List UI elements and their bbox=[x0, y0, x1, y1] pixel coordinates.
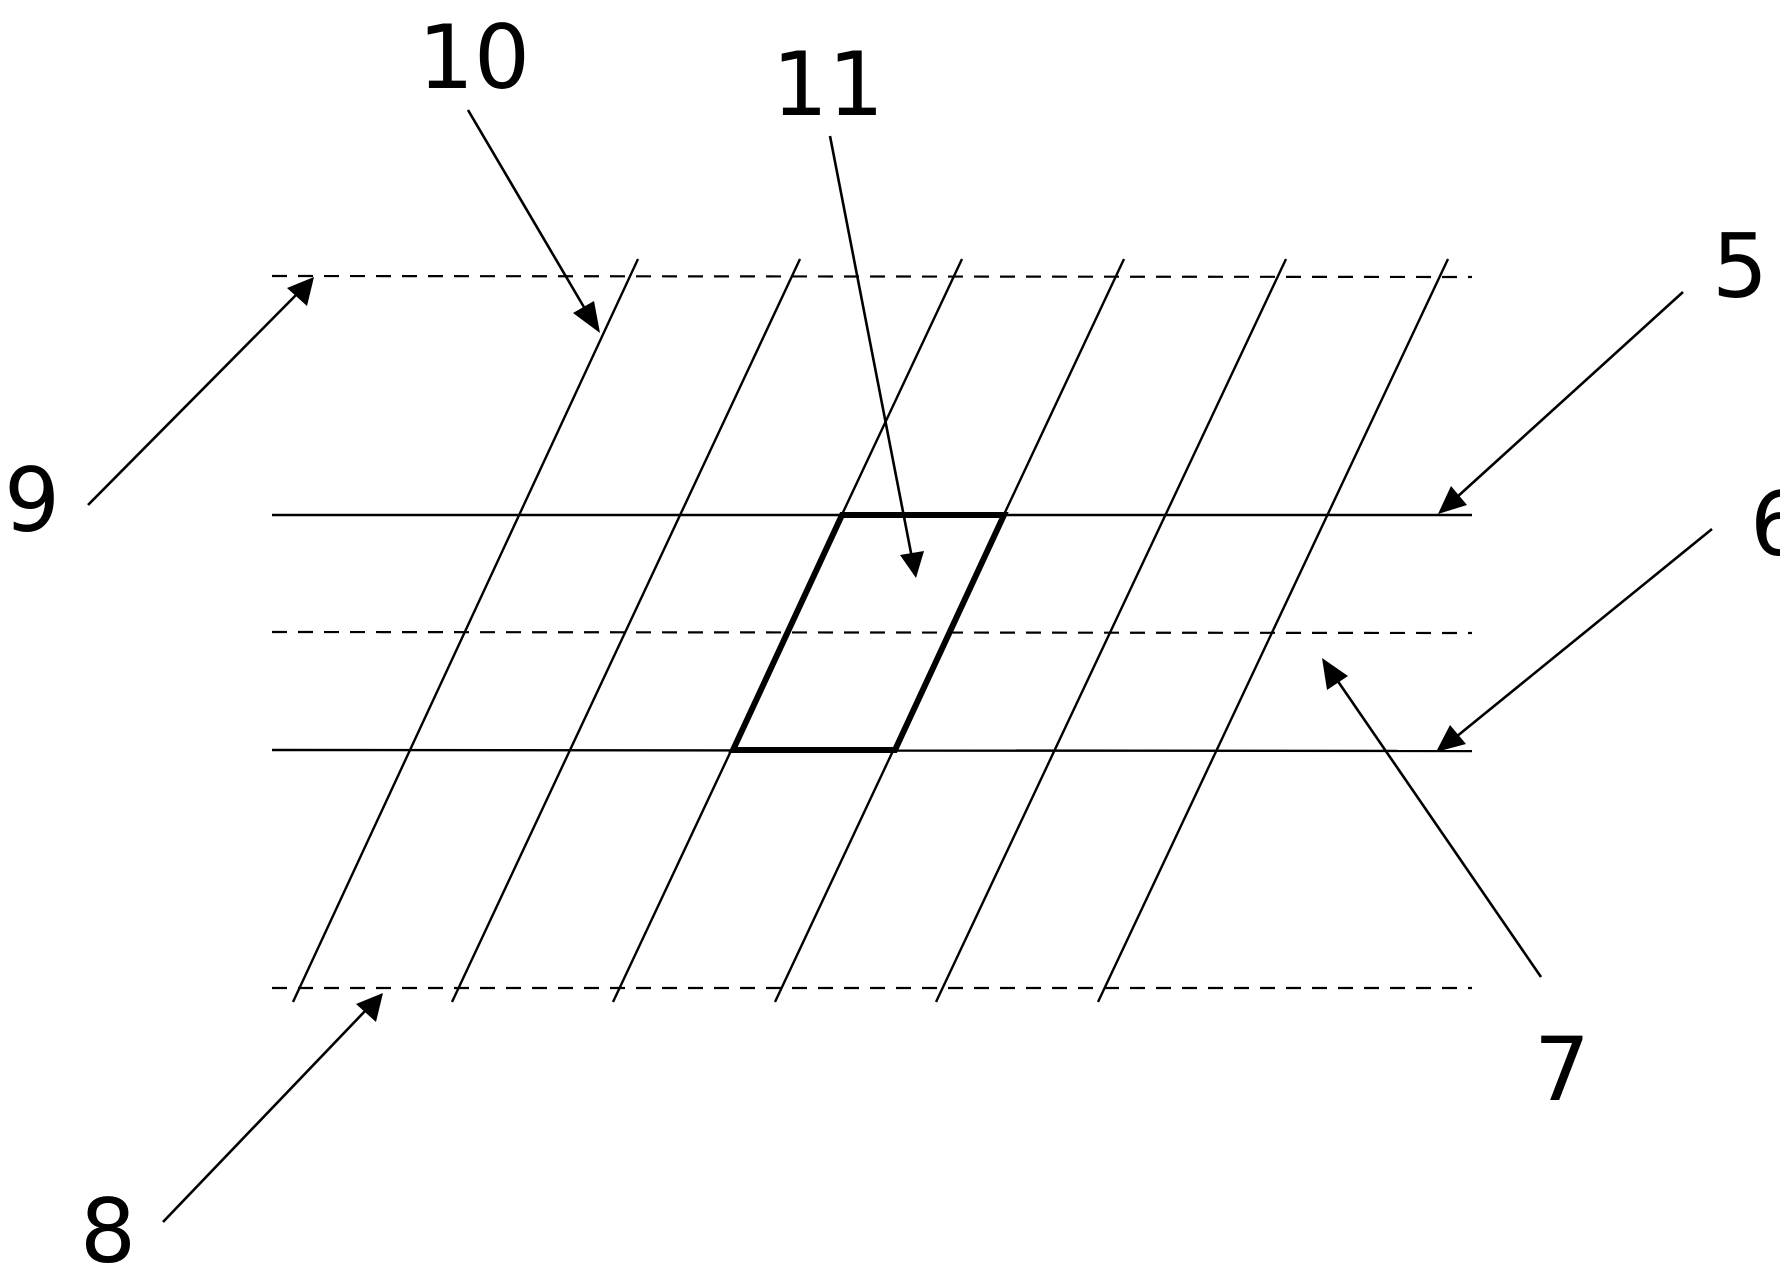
slanted-line-6 bbox=[1096, 258, 1450, 1003]
label-7: 7 bbox=[1534, 1018, 1590, 1121]
leader-arrow-5 bbox=[1438, 291, 1684, 514]
leader-arrow-7 bbox=[1322, 658, 1543, 978]
slanted-line-5 bbox=[934, 258, 1288, 1003]
label-5: 5 bbox=[1712, 215, 1768, 318]
slanted-line-1 bbox=[291, 258, 640, 1003]
leader-arrow-10 bbox=[466, 109, 600, 333]
slanted-line-2 bbox=[450, 258, 802, 1003]
label-9: 9 bbox=[4, 449, 60, 552]
dashed-line-top bbox=[271, 274, 1473, 279]
dashed-line-middle bbox=[271, 630, 1473, 635]
label-11: 11 bbox=[772, 33, 884, 136]
leader-arrow-11 bbox=[828, 135, 924, 578]
label-6: 6 bbox=[1750, 473, 1780, 576]
label-10: 10 bbox=[418, 6, 530, 109]
highlighted-cell bbox=[728, 512, 1009, 753]
label-8: 8 bbox=[80, 1180, 136, 1274]
leader-arrow-8 bbox=[162, 993, 383, 1223]
leader-arrow-6 bbox=[1436, 527, 1713, 752]
leader-arrow-9 bbox=[87, 277, 314, 506]
